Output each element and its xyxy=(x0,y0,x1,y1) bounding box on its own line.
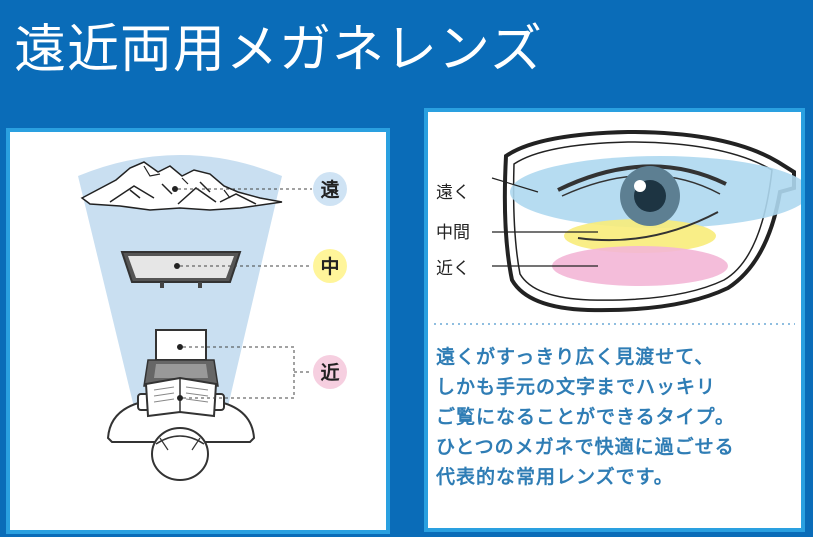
mid-zone xyxy=(564,219,716,253)
svg-text:遠: 遠 xyxy=(320,179,339,201)
usage-diagram: 遠 中 近 xyxy=(78,155,347,481)
tv-icon xyxy=(120,251,242,288)
view-cone xyxy=(78,155,282,432)
laptop-icon xyxy=(143,329,219,387)
svg-text:近: 近 xyxy=(320,362,339,384)
lens-description: 遠くがすっきり広く見渡せて、 しかも手元の文字までハッキリ ご覧になることができ… xyxy=(436,342,796,492)
near-badge: 近 xyxy=(313,355,347,389)
description-line: ご覧になることができるタイプ。 xyxy=(436,406,736,428)
reader-person-icon xyxy=(106,376,256,481)
description-line: しかも手元の文字までハッキリ xyxy=(436,376,717,398)
page-title: 遠近両用メガネレンズ xyxy=(14,20,543,80)
description-line: 遠くがすっきり広く見渡せて、 xyxy=(436,346,715,368)
near-label: 近く xyxy=(436,259,470,279)
far-label: 遠く xyxy=(436,183,470,203)
mid-label: 中間 xyxy=(436,223,470,243)
description-line: 代表的な常用レンズです。 xyxy=(436,466,674,488)
eye-icon xyxy=(557,164,727,242)
lens-diagram-panel: 遠く 中間 近く 遠くがすっきり広く見渡せて、 しかも手元の文字までハッキリ ご… xyxy=(424,108,805,532)
far-badge: 遠 xyxy=(313,172,347,206)
mountain-icon xyxy=(80,161,283,211)
mid-badge: 中 xyxy=(313,249,347,283)
usage-diagram-panel: 遠 中 近 xyxy=(6,128,390,534)
svg-text:中: 中 xyxy=(320,255,339,278)
description-line: ひとつのメガネで快適に過ごせる xyxy=(436,436,735,458)
lens-diagram: 遠く 中間 近く xyxy=(434,129,801,325)
near-zone xyxy=(552,246,728,286)
